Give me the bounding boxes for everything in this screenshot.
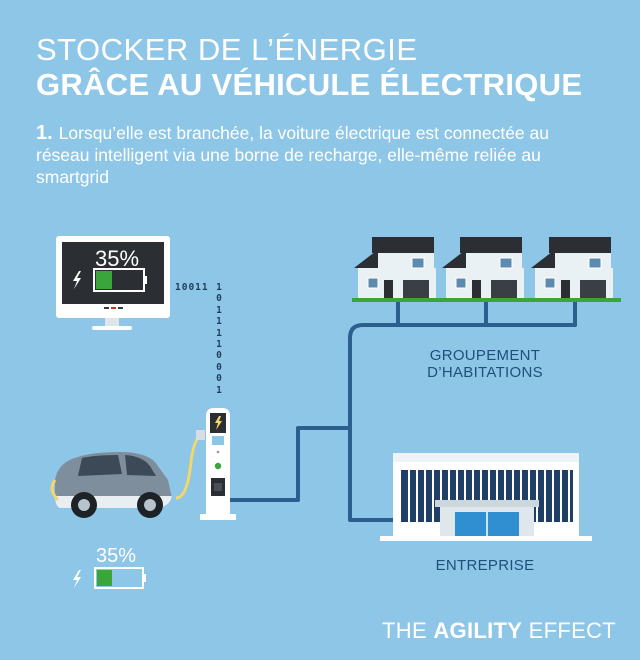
binary-digit: 0 bbox=[216, 361, 222, 373]
title-line-2: GRÂCE AU VÉHICULE ÉLECTRIQUE bbox=[36, 67, 583, 102]
houses-label: GROUPEMENT D’HABITATIONS bbox=[410, 347, 560, 381]
grid-trunk-line bbox=[348, 336, 395, 522]
car-battery-icon bbox=[73, 567, 146, 589]
houses-bus-line bbox=[348, 323, 577, 340]
monitor-icon bbox=[56, 236, 170, 330]
brand-post: EFFECT bbox=[522, 618, 616, 643]
office-building-icon bbox=[380, 453, 592, 541]
houses-label-line-1: GROUPEMENT bbox=[429, 347, 541, 364]
station-grid-line bbox=[228, 426, 352, 502]
house-icon-2 bbox=[440, 237, 532, 302]
car-lightning-icon bbox=[73, 570, 81, 588]
step-description: 1.Lorsqu’elle est branchée, la voiture é… bbox=[36, 122, 606, 188]
car-battery-percent: 35% bbox=[96, 545, 137, 567]
step-text: Lorsqu’elle est branchée, la voiture éle… bbox=[36, 123, 549, 187]
houses-label-line-2: D’HABITATIONS bbox=[427, 364, 543, 381]
car-icon bbox=[50, 452, 172, 518]
brand-logo: THE AGILITY EFFECT bbox=[382, 618, 616, 644]
monitor-lightning-icon bbox=[73, 271, 81, 289]
binary-digit: 1 bbox=[216, 327, 222, 339]
binary-digit: 0 bbox=[216, 373, 222, 385]
brand-bold: AGILITY bbox=[433, 618, 523, 643]
binary-digit: 1 bbox=[216, 339, 222, 351]
house-icon-1 bbox=[352, 237, 444, 302]
binary-digit: 0 bbox=[216, 350, 222, 362]
smartgrid-lines bbox=[228, 298, 577, 522]
binary-digit: 1 bbox=[216, 316, 222, 328]
brand-pre: THE bbox=[382, 618, 434, 643]
title-line-1: STOCKER DE L’ÉNERGIE bbox=[36, 32, 418, 67]
step-number: 1. bbox=[36, 122, 53, 144]
binary-digit: 0 bbox=[216, 293, 222, 305]
binary-data-row: 10011 bbox=[175, 282, 209, 293]
monitor-battery-icon bbox=[73, 268, 147, 292]
binary-digit: 1 bbox=[216, 282, 222, 293]
charging-station-icon bbox=[175, 408, 236, 520]
binary-digit: 1 bbox=[216, 384, 222, 396]
house-icon-3 bbox=[529, 237, 621, 302]
binary-data-column: 1 0 1 1 1 1 0 0 0 1 bbox=[214, 282, 224, 396]
monitor-battery-percent: 35% bbox=[95, 246, 140, 271]
company-label: ENTREPRISE bbox=[435, 557, 535, 574]
binary-digit: 1 bbox=[216, 304, 222, 316]
